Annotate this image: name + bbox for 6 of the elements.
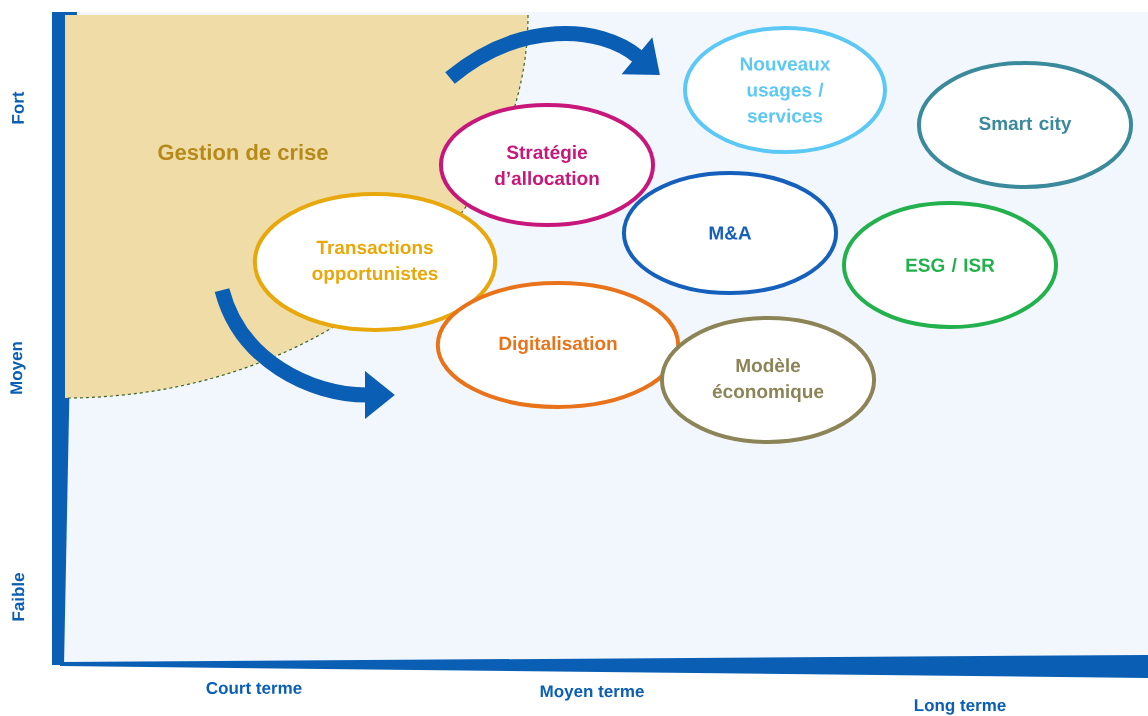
axis-label: Moyen: [10, 342, 26, 394]
axis-label: Long terme: [914, 699, 1006, 715]
axis-label: Court terme: [206, 682, 302, 695]
axis-label: Faible: [11, 573, 25, 621]
axis-label: Moyen terme: [540, 685, 644, 701]
axis-label: Fort: [12, 91, 24, 124]
